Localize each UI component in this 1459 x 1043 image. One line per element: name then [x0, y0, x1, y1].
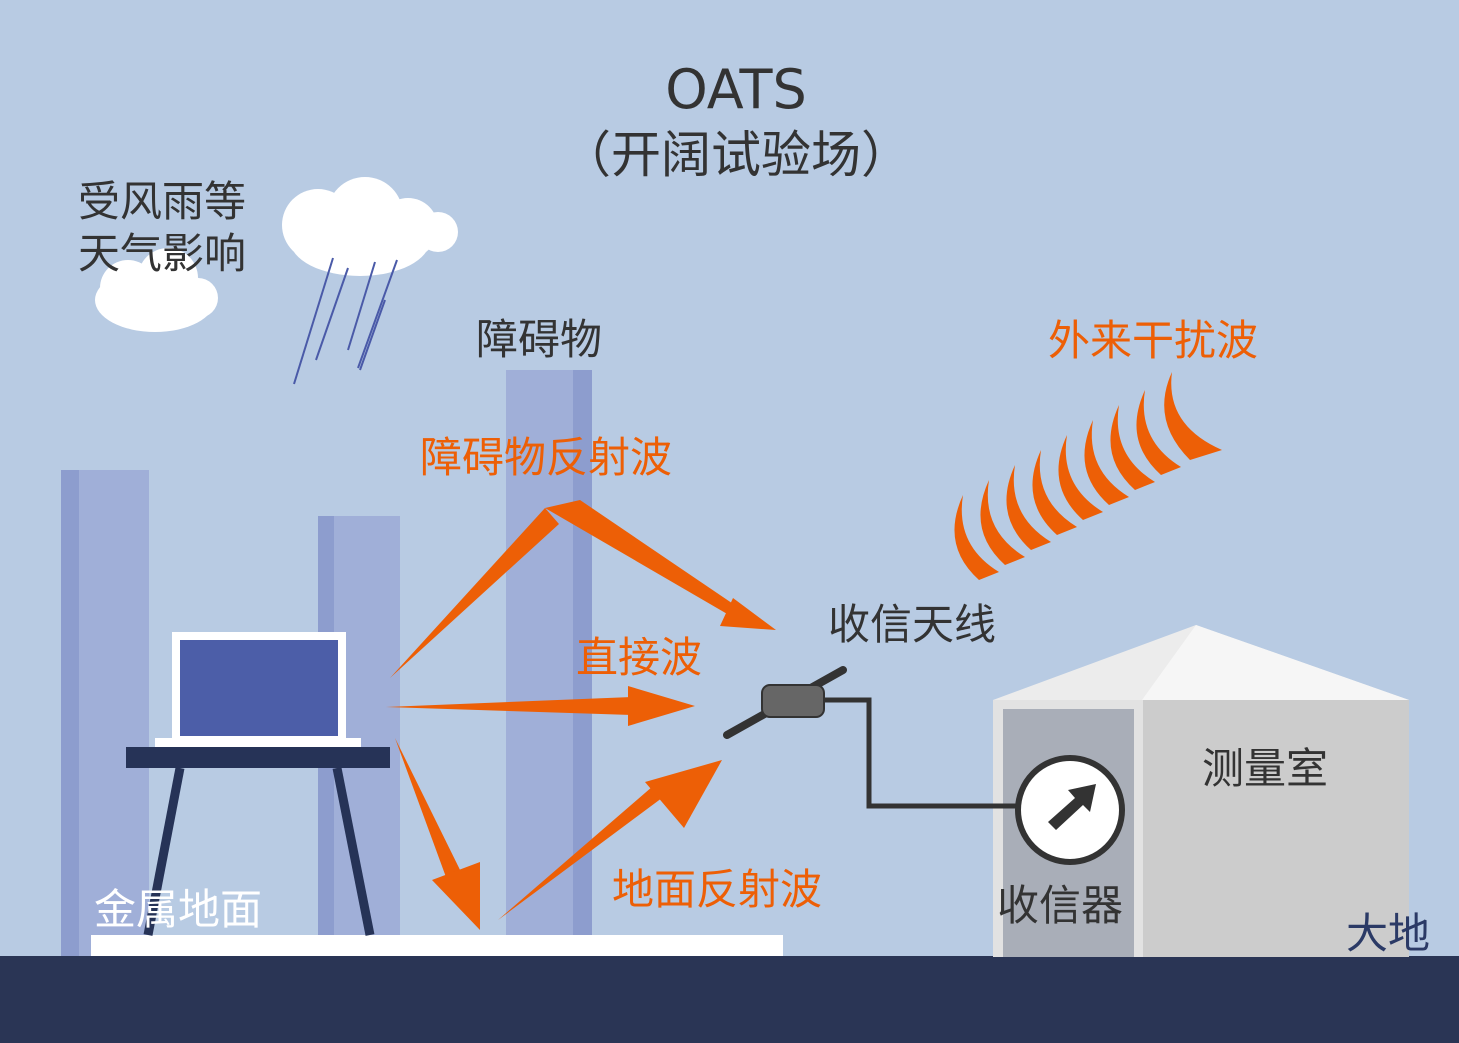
interference-wave-icon: [954, 372, 1222, 580]
title-main: OATS: [665, 58, 807, 121]
metal-ground-label: 金属地面: [94, 885, 262, 934]
antenna-icon: [723, 666, 847, 739]
direct-wave-label: 直接波: [576, 633, 702, 682]
rain-icon: [293, 257, 398, 385]
laptop-icon: [155, 632, 361, 747]
weather-label-line2: 天气影响: [78, 229, 246, 278]
receiver-dial-icon: [1015, 755, 1125, 865]
cloud-icon: [95, 248, 218, 332]
direct-wave: [386, 686, 695, 726]
measurement-room-label: 测量室: [1202, 744, 1328, 793]
receiver-label: 收信器: [997, 881, 1123, 930]
title-sub: （开阔试验场）: [561, 126, 911, 184]
cloud-icon: [282, 177, 458, 276]
ground-reflection-wave: [395, 738, 722, 930]
ground-reflection-label: 地面反射波: [612, 865, 822, 914]
metal-ground-plate: [91, 935, 783, 956]
table-icon: [126, 747, 390, 936]
weather-label-line1: 受风雨等: [78, 177, 246, 226]
earth-label: 大地: [1346, 909, 1430, 958]
earth-ground: [0, 956, 1459, 1043]
obstacle-reflection-label: 障碍物反射波: [420, 433, 672, 482]
obstacle-reflection-wave: [390, 500, 776, 678]
obstacle-label: 障碍物: [476, 315, 602, 364]
external-interference-label: 外来干扰波: [1048, 316, 1258, 365]
receiving-antenna-label: 收信天线: [828, 600, 996, 649]
building-left: [61, 470, 149, 960]
antenna-cable: [822, 697, 1020, 809]
